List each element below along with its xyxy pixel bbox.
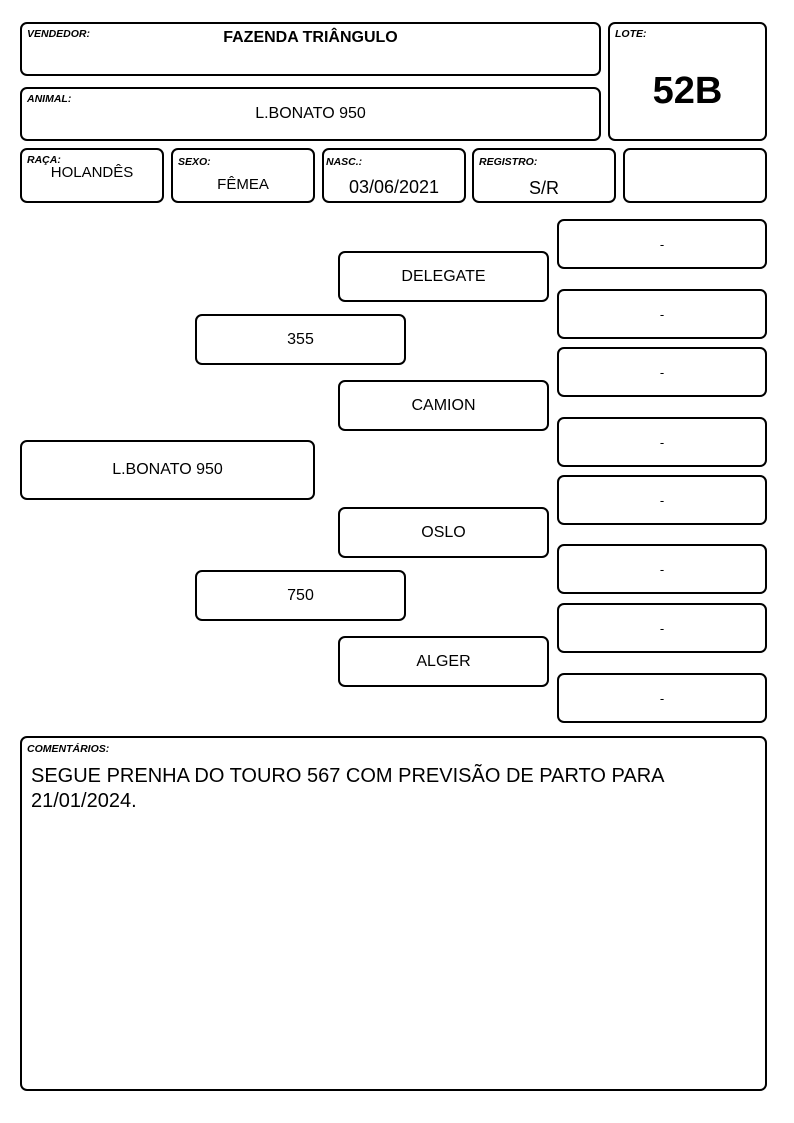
grandsire-maternal-value: OSLO xyxy=(421,523,466,541)
ggp-value: - xyxy=(659,492,665,508)
ggp-value: - xyxy=(659,690,665,706)
animal-value: L.BONATO 950 xyxy=(255,105,366,122)
vendedor-box: VENDEDOR: FAZENDA TRIÂNGULO xyxy=(20,22,601,76)
comments-label: COMENTÁRIOS: xyxy=(27,743,110,755)
granddam-maternal-value: ALGER xyxy=(416,652,471,670)
sire-value: 355 xyxy=(287,330,314,348)
extra-box xyxy=(623,148,767,203)
comments-text: SEGUE PRENHA DO TOURO 567 COM PREVISÃO D… xyxy=(31,765,664,812)
grandsire-paternal-box: DELEGATE xyxy=(338,251,549,302)
registro-box: REGISTRO: S/R xyxy=(472,148,616,203)
granddam-paternal-box: CAMION xyxy=(338,380,549,431)
nasc-box: NASC.: 03/06/2021 xyxy=(322,148,466,203)
raca-box: RAÇA: HOLANDÊS xyxy=(20,148,164,203)
ggp-box-3: - xyxy=(557,347,767,397)
lote-label: LOTE: xyxy=(615,28,647,40)
lote-box: LOTE: 52B xyxy=(608,22,767,141)
comments-box: COMENTÁRIOS: SEGUE PRENHA DO TOURO 567 C… xyxy=(20,736,767,1091)
registro-label: REGISTRO: xyxy=(479,156,538,168)
vendedor-label: VENDEDOR: xyxy=(27,28,91,40)
raca-label: RAÇA: xyxy=(27,154,61,166)
ggp-value: - xyxy=(659,620,665,636)
ggp-box-5: - xyxy=(557,475,767,525)
ggp-value: - xyxy=(659,236,665,252)
ggp-value: - xyxy=(659,306,665,322)
ggp-value: - xyxy=(659,434,665,450)
registro-value: S/R xyxy=(528,178,559,198)
ggp-value: - xyxy=(659,561,665,577)
nasc-value: 03/06/2021 xyxy=(348,177,440,197)
grandsire-maternal-box: OSLO xyxy=(338,507,549,558)
dam-value: 750 xyxy=(287,586,314,604)
sexo-box: SEXO: FÊMEA xyxy=(171,148,315,203)
ggp-box-1: - xyxy=(557,219,767,269)
vendedor-value: FAZENDA TRIÂNGULO xyxy=(223,29,398,46)
ggp-box-2: - xyxy=(557,289,767,339)
dam-box: 750 xyxy=(195,570,406,621)
ggp-box-8: - xyxy=(557,673,767,723)
animal-label: ANIMAL: xyxy=(27,93,72,105)
nasc-label: NASC.: xyxy=(326,156,363,168)
sexo-value: FÊMEA xyxy=(217,176,269,193)
lote-value: 52B xyxy=(652,70,723,112)
sexo-label: SEXO: xyxy=(178,156,211,168)
animal-pedigree-box: L.BONATO 950 xyxy=(20,440,315,500)
raca-value: HOLANDÊS xyxy=(50,164,134,181)
ggp-box-6: - xyxy=(557,544,767,594)
ggp-box-4: - xyxy=(557,417,767,467)
grandsire-paternal-value: DELEGATE xyxy=(401,267,486,285)
animal-pedigree-value: L.BONATO 950 xyxy=(112,461,223,478)
animal-box: ANIMAL: L.BONATO 950 xyxy=(20,87,601,141)
granddam-maternal-box: ALGER xyxy=(338,636,549,687)
ggp-value: - xyxy=(659,364,665,380)
sire-box: 355 xyxy=(195,314,406,365)
granddam-paternal-value: CAMION xyxy=(411,396,476,414)
ggp-box-7: - xyxy=(557,603,767,653)
